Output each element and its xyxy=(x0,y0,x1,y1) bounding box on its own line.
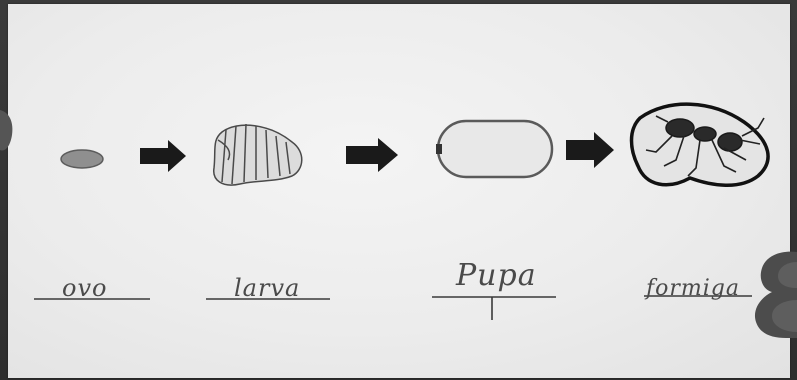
label-larva: larva xyxy=(234,274,300,302)
larva-icon xyxy=(214,124,302,185)
right-hand xyxy=(755,252,797,338)
label-ovo: ovo xyxy=(62,274,107,302)
label-pupa: Pupa xyxy=(456,258,537,293)
egg-icon xyxy=(61,150,103,168)
pupa-icon xyxy=(436,121,552,177)
label-underlines xyxy=(34,296,752,320)
arrow-right-icon xyxy=(140,140,186,172)
ant-icon xyxy=(632,104,769,185)
left-hand-fragment xyxy=(0,110,12,150)
label-formiga: formiga xyxy=(646,276,740,301)
arrow-right-icon xyxy=(566,132,614,168)
arrow-right-icon xyxy=(346,138,398,172)
